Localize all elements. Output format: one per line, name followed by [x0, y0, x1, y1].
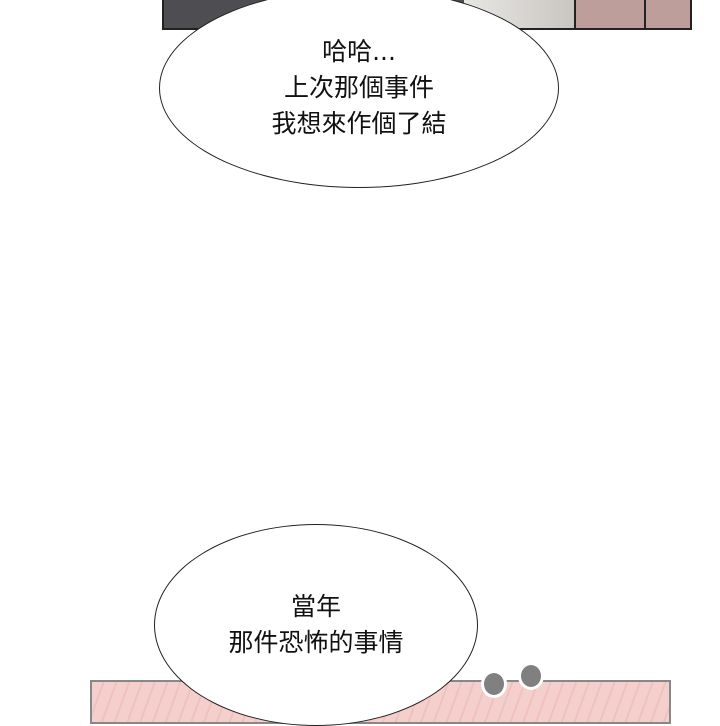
bubble-line: 我想來作個了結: [271, 109, 447, 138]
bubble-line: 哈哈...: [322, 37, 396, 66]
ellipsis-dot-icon: [518, 662, 544, 690]
panel-figure: [574, 0, 690, 28]
panel-line: [644, 0, 646, 28]
bubble-line: 當年: [290, 592, 341, 621]
bubble-line: 那件恐怖的事情: [228, 628, 404, 657]
bubble-line: 上次那個事件: [283, 73, 434, 102]
ellipsis-dot-icon: [481, 670, 507, 698]
speech-bubble-bottom: 當年 那件恐怖的事情: [154, 524, 478, 726]
speech-bubble-top: 哈哈... 上次那個事件 我想來作個了結: [159, 0, 559, 188]
